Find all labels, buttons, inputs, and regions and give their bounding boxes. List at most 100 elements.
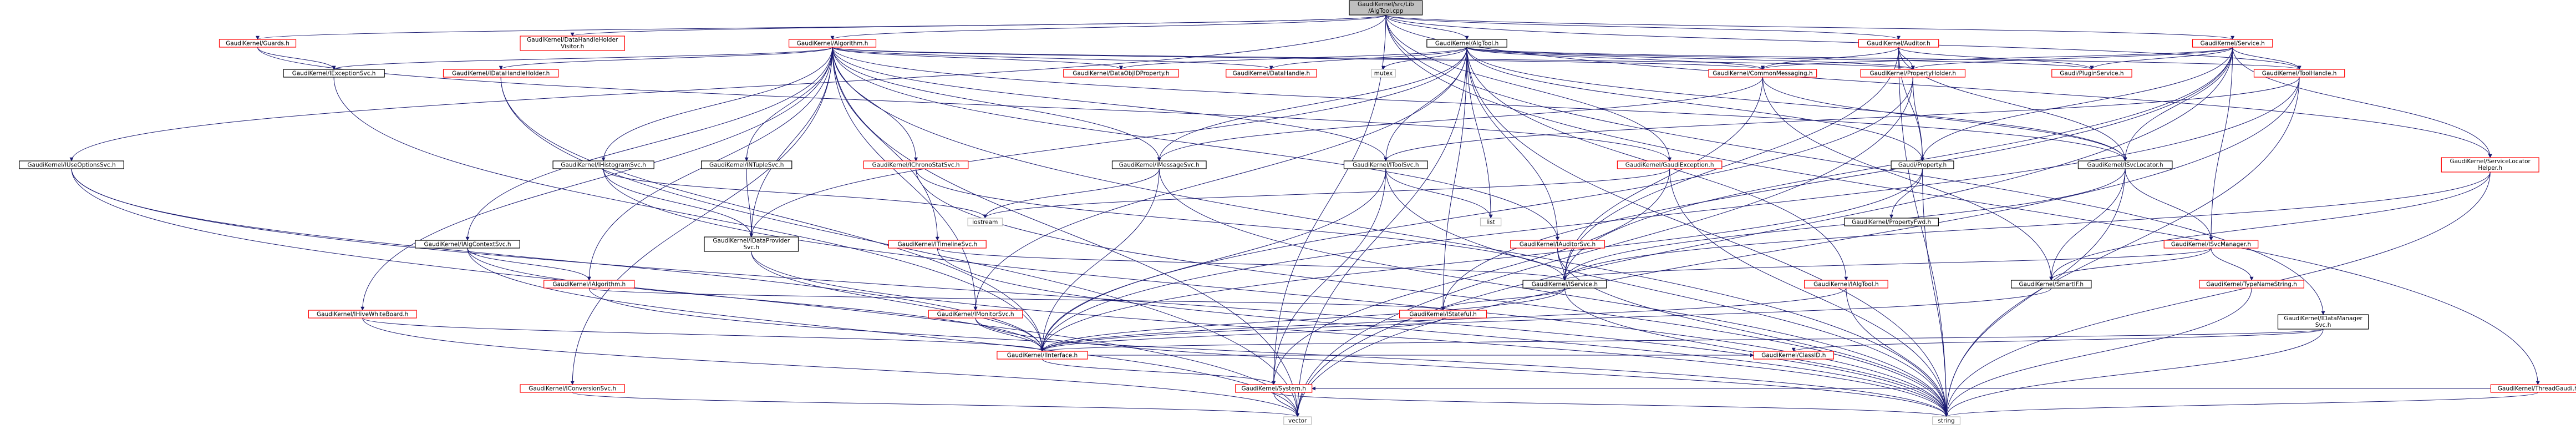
- node-label: GaudiKernel/GaudiException.h: [1625, 162, 1714, 169]
- node-box: [1426, 39, 1507, 48]
- edge-imonitorsvc-to-string: [975, 317, 1948, 417]
- edge-service_h-to-propertyholder: [1911, 47, 2233, 70]
- edge-ihivewhiteboard-to-vector: [362, 317, 1300, 417]
- node-service_h[interactable]: GaudiKernel/Service.h: [2192, 39, 2273, 48]
- node-box: [552, 160, 654, 169]
- edge-service_h-to-isvcmanager: [2209, 47, 2233, 241]
- node-propertyholder[interactable]: GaudiKernel/PropertyHolder.h: [1860, 69, 1966, 78]
- node-typenamestring[interactable]: GaudiKernel/TypeNameString.h: [2199, 280, 2304, 289]
- edge-system-to-vector: [1273, 392, 1300, 417]
- node-propertyfwd[interactable]: GaudiKernel/PropertyFwd.h: [1844, 218, 1939, 226]
- node-label: mutex: [1374, 70, 1393, 77]
- node-classid[interactable]: GaudiKernel/ClassID.h: [1753, 351, 1835, 360]
- node-gaudiexception[interactable]: GaudiKernel/GaudiException.h: [1617, 160, 1723, 169]
- node-iservice[interactable]: GaudiKernel/IService.h: [1522, 280, 1607, 289]
- node-iauditorsvc[interactable]: GaudiKernel/IAuditorSvc.h: [1510, 240, 1605, 249]
- edge-ihistogramsvc-to-string: [603, 168, 1949, 417]
- node-imessagesvc[interactable]: GaudiKernel/IMessageSvc.h: [1111, 160, 1207, 169]
- edge-ihistogramsvc-to-iostream: [603, 168, 987, 219]
- node-label: GaudiKernel/PropertyHolder.h: [1870, 70, 1956, 77]
- node-threadgaudi[interactable]: GaudiKernel/ThreadGaudi.h: [2490, 384, 2576, 393]
- node-iinterface[interactable]: GaudiKernel/IInterface.h: [997, 351, 1088, 360]
- node-system[interactable]: GaudiKernel/System.h: [1235, 384, 1313, 393]
- node-isvcmanager[interactable]: GaudiKernel/ISvcManager.h: [2163, 240, 2259, 249]
- edge-service_h-to-commonmessaging: [1761, 47, 2233, 70]
- edge-service_h-to-ipluginservice: [2090, 47, 2233, 70]
- node-box: [1226, 69, 1317, 78]
- node-isvclocator[interactable]: GaudiKernel/ISvcLocator.h: [2077, 160, 2173, 169]
- node-iexceptionsvc[interactable]: GaudiKernel/IExceptionSvc.h: [283, 69, 385, 78]
- node-box: [1844, 218, 1939, 226]
- node-box: [997, 351, 1088, 360]
- node-box: [2199, 280, 2304, 289]
- node-ialgtool[interactable]: GaudiKernel/IAlgTool.h: [1804, 280, 1888, 289]
- node-auditor_h[interactable]: GaudiKernel/Auditor.h: [1858, 39, 1939, 48]
- edge-root-to-gaudiexception: [1385, 14, 1672, 161]
- node-label: GaudiKernel/ThreadGaudi.h: [2498, 386, 2576, 392]
- node-iuseoptions[interactable]: GaudiKernel/IUseOptionsSvc.h: [19, 160, 124, 169]
- node-box: [2192, 39, 2273, 48]
- node-box: [2011, 280, 2092, 289]
- edge-ialgorithm-to-string: [588, 287, 1948, 417]
- node-algtool_h[interactable]: GaudiKernel/AlgTool.h: [1426, 39, 1507, 48]
- node-dataobjidprop[interactable]: GaudiKernel/DataObjIDProperty.h: [1063, 69, 1179, 78]
- node-box: [2163, 240, 2259, 249]
- edge-root-to-toolhandle: [1385, 14, 2301, 70]
- node-box: [219, 39, 297, 48]
- node-box: [443, 69, 559, 78]
- node-root[interactable]: GaudiKernel/src/Lib/AlgTool.cpp: [1349, 0, 1423, 16]
- node-ialgorithm_h[interactable]: GaudiKernel/Algorithm.h: [788, 39, 877, 48]
- node-ichronostatsvc[interactable]: GaudiKernel/IChronoStatSvc.h: [863, 160, 969, 169]
- node-label: GaudiKernel/IExceptionSvc.h: [292, 70, 376, 77]
- node-ihivewhiteboard[interactable]: GaudiKernel/IHiveWhiteBoard.h: [308, 310, 417, 319]
- node-ihistogramsvc[interactable]: GaudiKernel/IHistogramSvc.h: [552, 160, 654, 169]
- edge-auditor_h-to-iservice: [1562, 47, 1899, 281]
- edge-isvcmanager-to-typenamestring: [2211, 248, 2254, 281]
- node-itimelinesvc[interactable]: GaudiKernel/ITimelineSvc.h: [888, 240, 987, 249]
- edge-svclocatorhelper-to-string: [1944, 171, 2491, 417]
- edge-ialgorithm_h-to-intuplesvc: [744, 47, 833, 161]
- node-property_h[interactable]: Gaudi/Property.h: [1891, 160, 1954, 169]
- node-guards[interactable]: GaudiKernel/Guards.h: [219, 39, 297, 48]
- node-iostream[interactable]: iostream: [967, 218, 1003, 226]
- edge-toolhandle-to-itoolsvc: [1384, 77, 2300, 161]
- node-commonmessaging[interactable]: GaudiKernel/CommonMessaging.h: [1708, 69, 1817, 78]
- edge-ialgorithm_h-to-dataobjidprop: [832, 47, 1123, 70]
- edge-imessagesvc-to-iostream: [983, 168, 1160, 219]
- edge-algtool_h-to-vector: [1295, 47, 1467, 417]
- node-intuplesvc[interactable]: GaudiKernel/INTupleSvc.h: [700, 160, 792, 169]
- node-toolhandle[interactable]: GaudiKernel/ToolHandle.h: [2253, 69, 2345, 78]
- node-label: Svc.h: [2315, 322, 2331, 329]
- node-string[interactable]: string: [1932, 416, 1961, 425]
- node-istateful[interactable]: GaudiKernel/IStateful.h: [1399, 310, 1487, 319]
- node-datahandle[interactable]: GaudiKernel/DataHandle.h: [1226, 69, 1317, 78]
- node-vector[interactable]: vector: [1283, 416, 1312, 425]
- node-mutex[interactable]: mutex: [1371, 69, 1396, 78]
- node-box: [1932, 416, 1961, 425]
- node-label: string: [1938, 418, 1955, 425]
- node-ipluginservice[interactable]: Gaudi/PluginService.h: [2051, 69, 2132, 78]
- edge-root-to-system: [1272, 14, 1386, 385]
- node-imonitorsvc[interactable]: GaudiKernel/IMonitorSvc.h: [928, 310, 1023, 319]
- node-box: [704, 236, 799, 252]
- node-idatahandleholder[interactable]: GaudiKernel/IDataHandleHolder.h: [443, 69, 559, 78]
- edge-isvcmanager-to-smartif: [2049, 248, 2212, 281]
- node-box: [1283, 416, 1312, 425]
- node-label: GaudiKernel/IHiveWhiteBoard.h: [317, 311, 408, 318]
- node-smartif[interactable]: GaudiKernel/SmartIF.h: [2011, 280, 2092, 289]
- node-list[interactable]: list: [1480, 218, 1502, 226]
- node-itoolsvc[interactable]: GaudiKernel/IToolSvc.h: [1343, 160, 1428, 169]
- edge-idatamanagersvc-to-string: [1944, 329, 2324, 417]
- edge-gaudiexception-to-system: [1272, 168, 1670, 385]
- node-ialgcontextsvc[interactable]: GaudiKernel/IAlgContextSvc.h: [415, 240, 520, 249]
- edge-root-to-threadgaudi: [1385, 14, 2540, 385]
- edge-iconversionsvc-to-vector: [572, 392, 1299, 417]
- node-iconversionsvc[interactable]: GaudiKernel/IConversionSvc.h: [520, 384, 625, 393]
- edge-algtool_h-to-iauditorsvc: [1466, 47, 1559, 241]
- node-ialgorithm[interactable]: GaudiKernel/IAlgorithm.h: [543, 280, 635, 289]
